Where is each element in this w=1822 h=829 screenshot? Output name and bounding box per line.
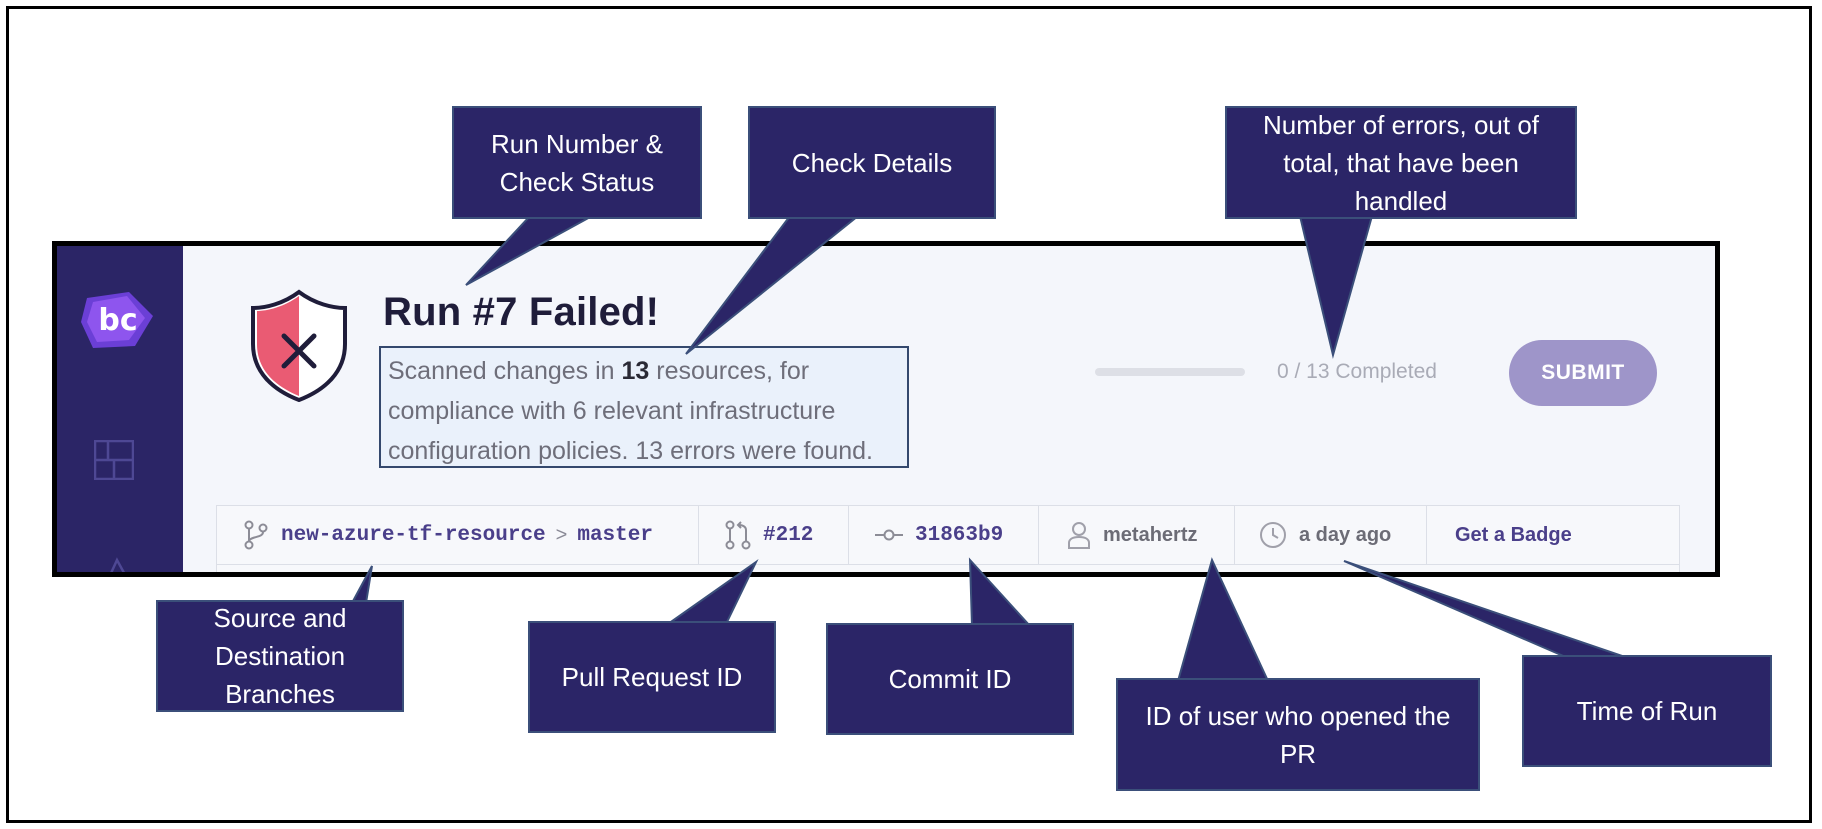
bc-logo[interactable]: bc [79, 288, 157, 352]
commit-id[interactable]: 31863b9 [915, 523, 1004, 547]
logo-text: bc [98, 303, 137, 338]
submit-button[interactable]: SUBMIT [1509, 340, 1657, 406]
user-id[interactable]: metahertz [1103, 523, 1198, 546]
branch-separator: > [555, 523, 568, 546]
branch-cell: new-azure-tf-resource > master [217, 506, 699, 564]
callout-time: Time of Run [1522, 655, 1772, 767]
get-badge-link[interactable]: Get a Badge [1455, 523, 1572, 546]
commit-cell: 31863b9 [849, 506, 1039, 564]
callout-user: ID of user who opened the PR [1116, 678, 1480, 791]
screenshot-panel: bc Run #7 Failed! Scanned changes in 13 … [52, 241, 1720, 577]
pull-request-cell: #212 [699, 506, 849, 564]
time-cell: a day ago [1235, 506, 1427, 564]
nav-icon[interactable] [103, 556, 133, 577]
source-branch[interactable]: new-azure-tf-resource [281, 523, 546, 547]
pull-request-icon [725, 520, 751, 550]
user-icon [1068, 522, 1090, 549]
commit-icon [875, 529, 903, 541]
badge-cell: Get a Badge [1427, 506, 1679, 564]
check-details: Scanned changes in 13 resources, for com… [379, 346, 909, 468]
callout-errors-handled: Number of errors, out of total, that hav… [1225, 106, 1577, 219]
branch-icon [244, 520, 268, 550]
progress-bar [1095, 368, 1245, 376]
details-count: 13 [621, 357, 650, 385]
callout-run-number: Run Number & Check Status [452, 106, 702, 219]
run-time: a day ago [1299, 523, 1392, 546]
pull-request-id[interactable]: #212 [763, 523, 814, 547]
shield-failed-icon [251, 289, 347, 402]
sidebar: bc [57, 246, 183, 572]
details-suffix: resources, for compliance with 6 relevan… [388, 357, 873, 465]
progress-label: 0 / 13 Completed [1277, 360, 1437, 383]
destination-branch[interactable]: master [577, 523, 653, 547]
user-cell: metahertz [1039, 506, 1235, 564]
callout-pull-request: Pull Request ID [528, 621, 776, 733]
info-bar: new-azure-tf-resource > master #212 3186… [216, 505, 1680, 572]
outer-frame [6, 6, 1812, 823]
details-prefix: Scanned changes in [388, 357, 622, 385]
row-divider [217, 564, 1679, 565]
dashboard-icon[interactable] [94, 440, 134, 480]
callout-branches: Source and Destination Branches [156, 600, 404, 712]
callout-check-details: Check Details [748, 106, 996, 219]
check-details-text: Scanned changes in 13 resources, for com… [388, 351, 907, 471]
clock-icon [1260, 522, 1286, 548]
run-title: Run #7 Failed! [383, 290, 660, 334]
callout-commit: Commit ID [826, 623, 1074, 735]
